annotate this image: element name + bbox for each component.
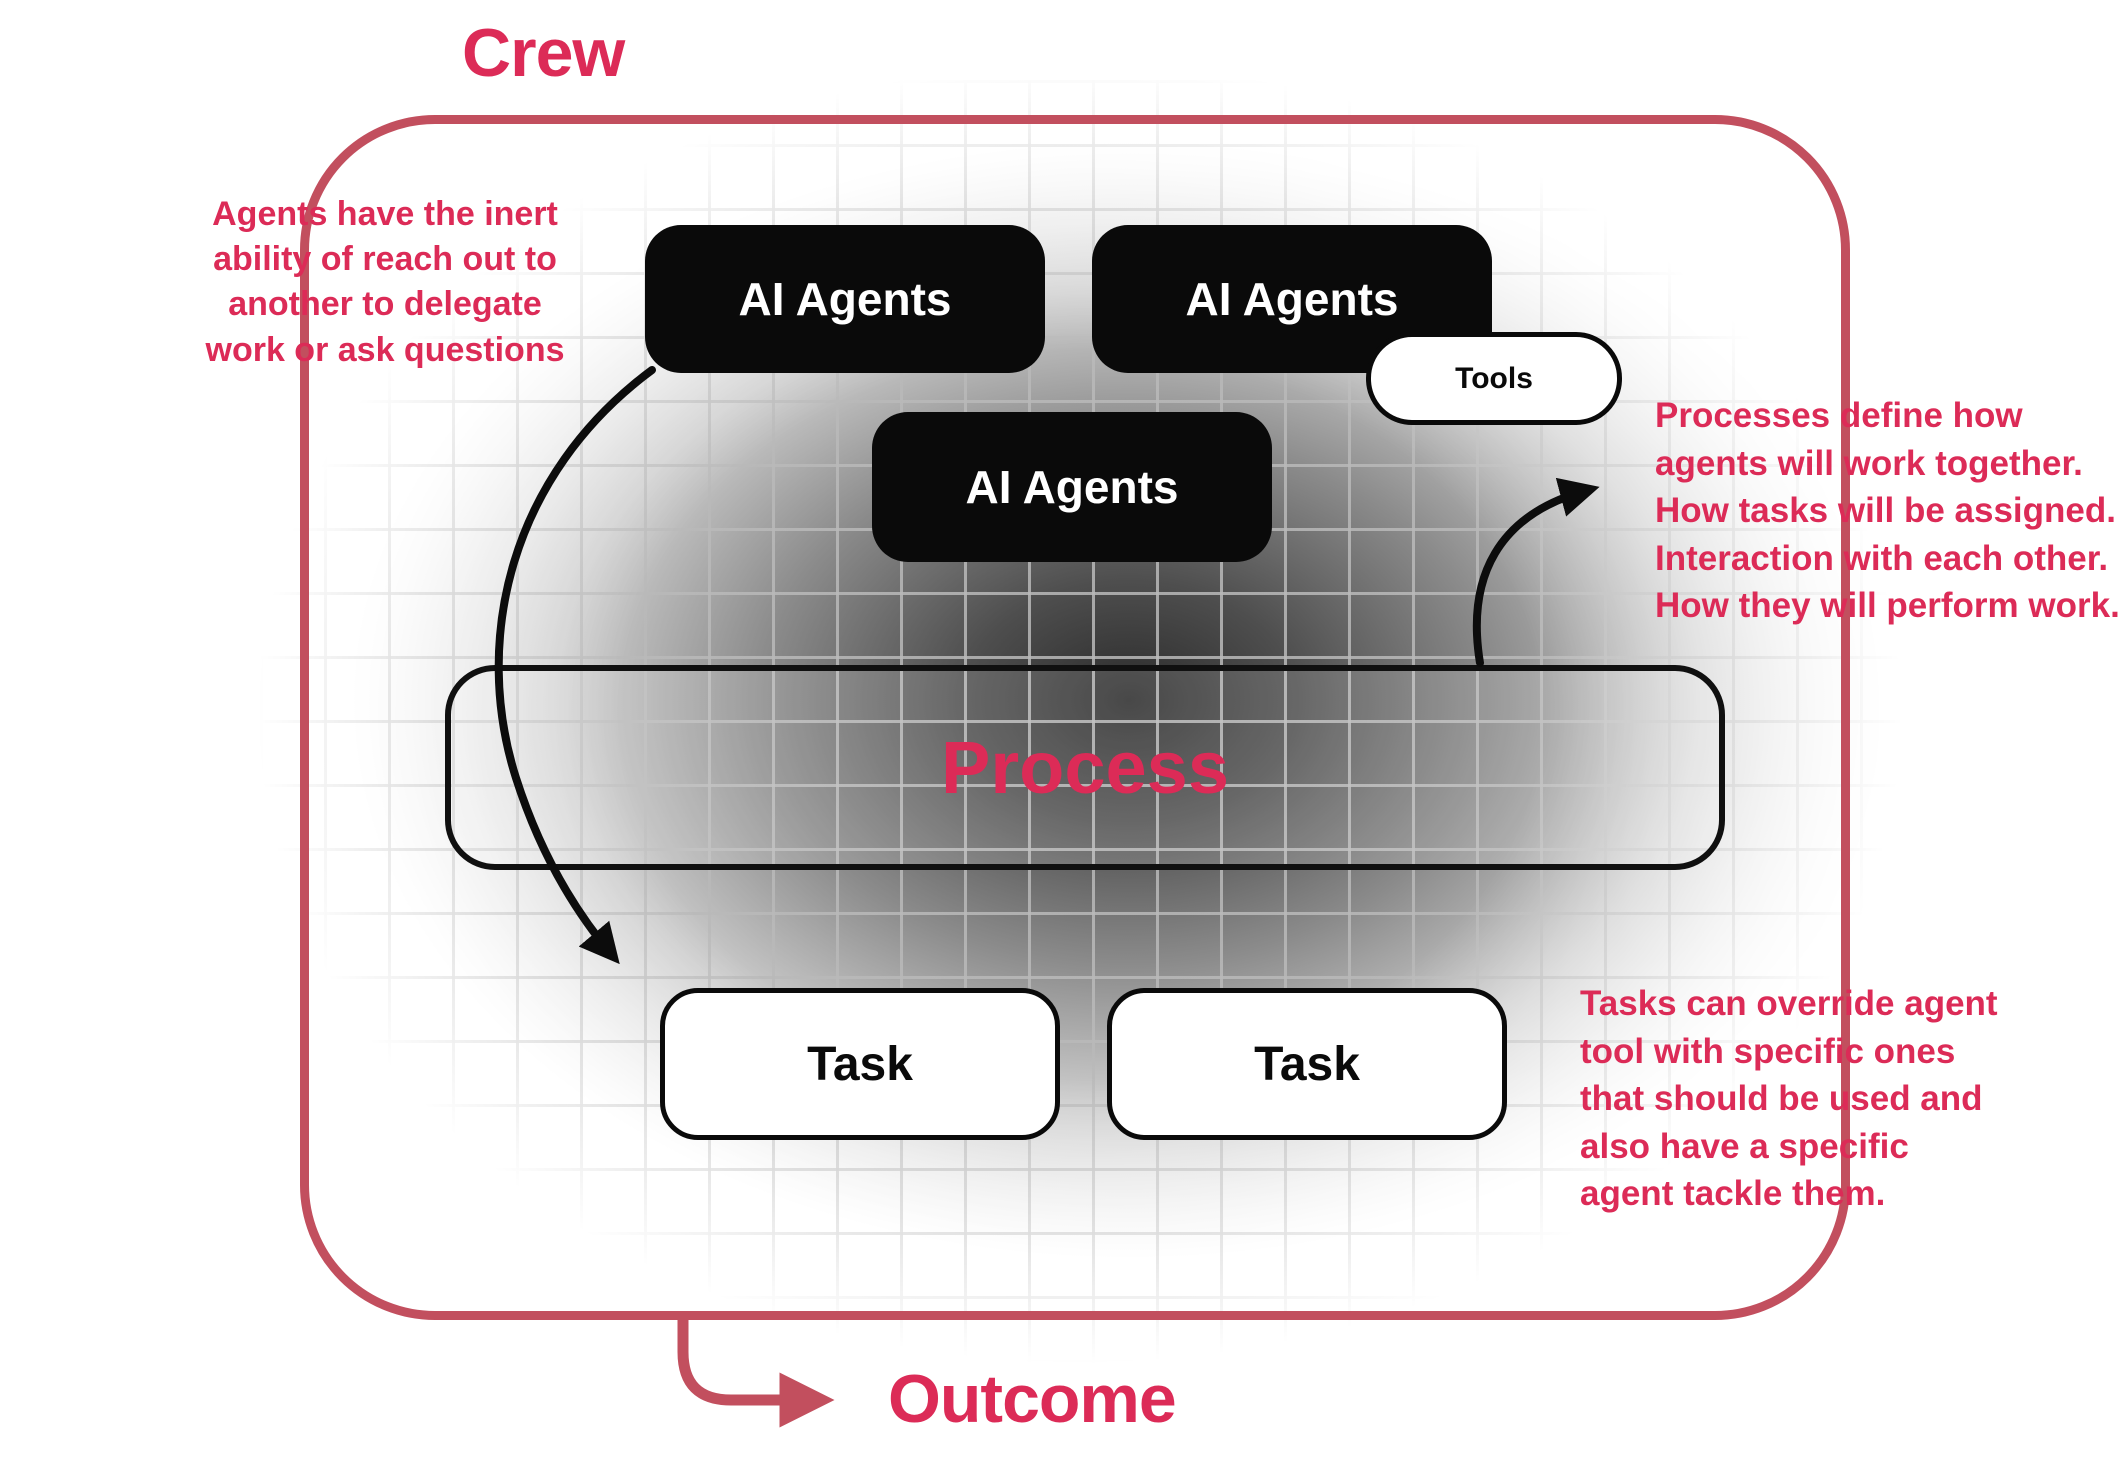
node-label: Task — [807, 1037, 913, 1091]
node-ai-agents-top-left: AI Agents — [645, 225, 1045, 373]
node-label: Task — [1254, 1037, 1360, 1091]
node-tools: Tools — [1366, 332, 1622, 425]
annotation-agents-delegation: Agents have the inert ability of reach o… — [205, 195, 565, 369]
node-label: Process — [941, 726, 1229, 809]
crew-boundary — [300, 115, 1850, 1320]
node-label: AI Agents — [738, 273, 952, 325]
node-process: Process — [445, 665, 1725, 870]
node-label: AI Agents — [965, 461, 1179, 513]
annotation-processes: Processes define how agents will work to… — [1655, 396, 2120, 626]
node-label: AI Agents — [1185, 273, 1399, 325]
node-task-right: Task — [1107, 988, 1507, 1140]
annotation-tasks: Tasks can override agent tool with speci… — [1580, 984, 1998, 1214]
crew-title: Crew — [462, 15, 625, 91]
node-label: Tools — [1455, 361, 1533, 395]
outcome-label: Outcome — [888, 1361, 1177, 1437]
node-ai-agents-middle: AI Agents — [872, 412, 1272, 562]
node-task-left: Task — [660, 988, 1060, 1140]
